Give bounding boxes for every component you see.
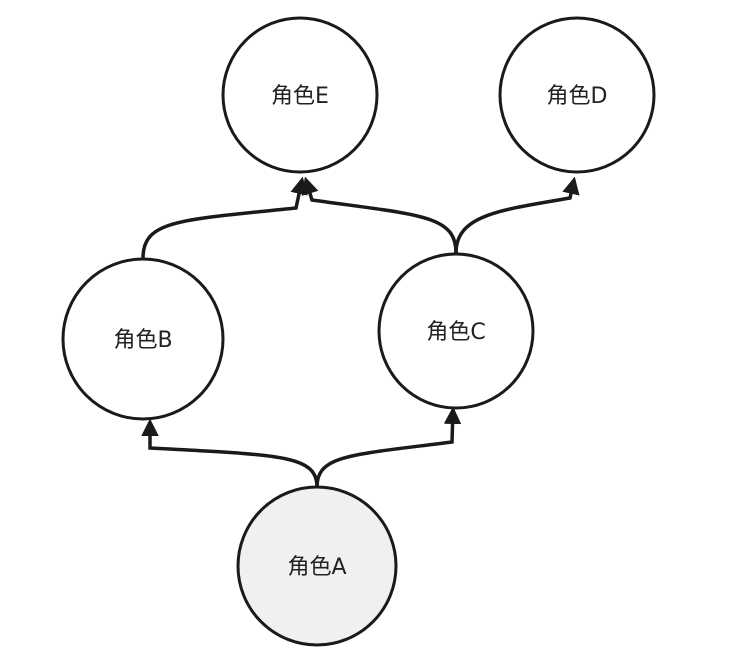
node-label: 角色A: [287, 555, 346, 580]
node-c[interactable]: 角色C: [377, 252, 535, 410]
edge-a-to-c: [315, 406, 462, 488]
node-label: 角色E: [271, 84, 329, 109]
edge-c-to-d: [454, 176, 580, 254]
edge-b-to-e: [141, 176, 308, 259]
edge-a-to-b: [141, 418, 319, 488]
node-e[interactable]: 角色E: [221, 16, 379, 174]
node-b[interactable]: 角色B: [61, 257, 225, 421]
node-label: 角色D: [547, 84, 608, 109]
node-a[interactable]: 角色A: [236, 485, 398, 647]
node-label: 角色C: [426, 320, 485, 345]
node-label: 角色B: [113, 328, 172, 353]
edge-c-to-e: [301, 176, 458, 254]
node-d[interactable]: 角色D: [498, 16, 656, 174]
